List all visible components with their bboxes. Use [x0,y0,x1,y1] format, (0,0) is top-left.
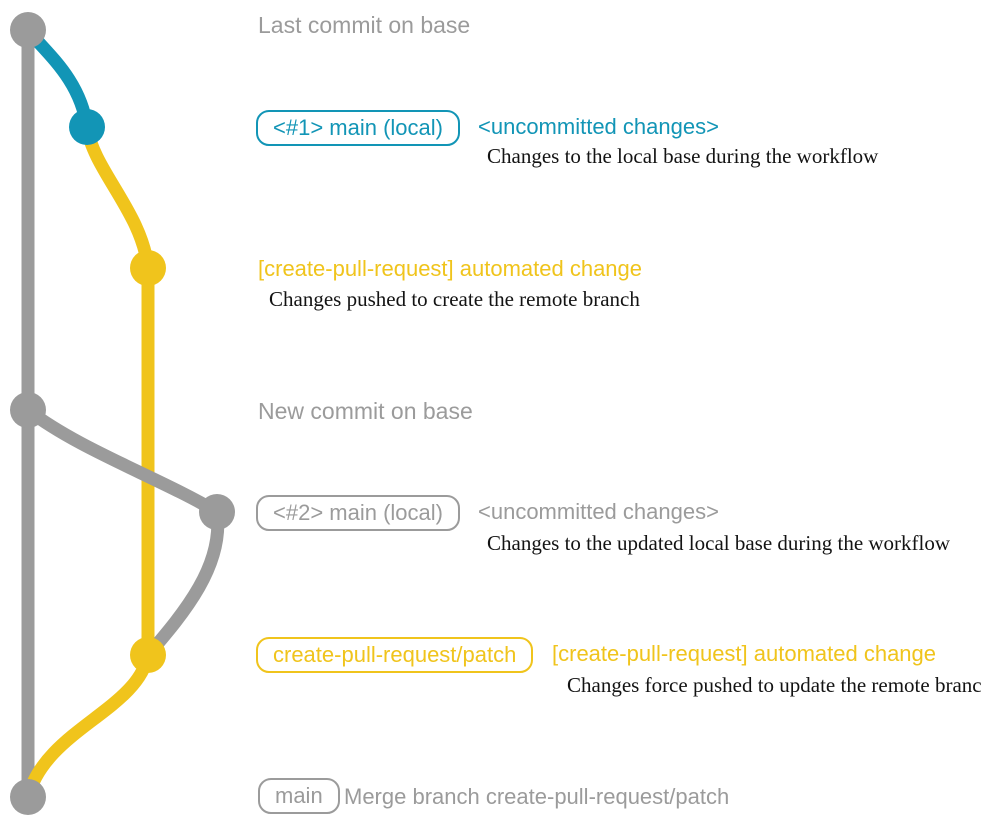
commit-title-automated-change-2: [create-pull-request] automated change [552,641,937,666]
commit-node-merge-commit [10,779,46,815]
edge-new-base-to-main-local-2 [21,403,224,519]
commit-title-uncommitted-changes-1: <uncommitted changes> [478,114,719,139]
commit-description-automated-change-2: Changes force pushed to update the remot… [567,673,981,697]
commit-node-main-local-2 [199,494,235,530]
branch-badge-main-local-2: <#2> main (local) [256,495,460,531]
commit-node-automated-change-1 [130,250,166,286]
edge-patch-to-merge-commit [21,648,155,804]
edge-main-local-2-to-patch [141,505,225,662]
commit-node-main-local-1 [69,109,105,145]
commit-description-uncommitted-changes-2: Changes to the updated local base during… [487,531,951,555]
edge-main-local-1-to-automated-change [80,120,155,275]
commit-node-new-commit-on-base [10,392,46,428]
branch-badge-main-local-1: <#1> main (local) [256,110,460,146]
commit-graph [10,12,235,815]
branch-badge-main: main [258,778,340,814]
commit-node-automated-change-2 [130,637,166,673]
heading-last-commit-on-base: Last commit on base [258,12,471,38]
commit-description-automated-change-1: Changes pushed to create the remote bran… [269,287,640,311]
commit-description-uncommitted-changes-1: Changes to the local base during the wor… [487,144,879,168]
commit-title-automated-change-1: [create-pull-request] automated change [258,256,643,281]
commit-title-uncommitted-changes-2: <uncommitted changes> [478,499,719,524]
commit-title-merge-branch: Merge branch create-pull-request/patch [344,784,730,809]
branch-badge-create-pull-request-patch: create-pull-request/patch [256,637,534,673]
heading-new-commit-on-base: New commit on base [258,398,473,424]
commit-node-last-commit-on-base [10,12,46,48]
